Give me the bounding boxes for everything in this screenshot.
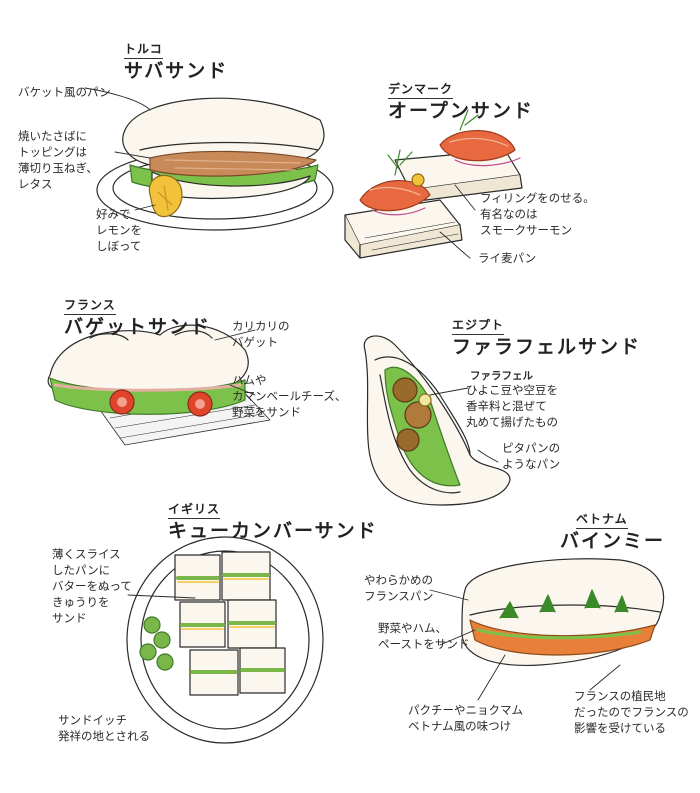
- annotation: 野菜やハム、 ペーストをサンド: [378, 621, 470, 651]
- section-title: バゲットサンド: [64, 316, 212, 338]
- annotation: ファラフェル: [470, 370, 533, 382]
- annotation: バケット風のパン: [18, 85, 111, 99]
- section-title: サバサンド: [124, 60, 229, 82]
- falafel-sandwich-illustration: [363, 335, 511, 506]
- annotation: サンドイッチ 発祥の地とされる: [58, 713, 150, 743]
- annotation: ハムや カマンベールチーズ、 野菜をサンド: [232, 373, 347, 419]
- annotation: ひよこ豆や空豆を 香辛料と混ぜて 丸めて揚げたもの: [466, 383, 558, 429]
- annotation: やわらかめの フランスパン: [364, 573, 434, 603]
- country-label: イギリス: [168, 500, 221, 519]
- country-label: トルコ: [124, 40, 163, 59]
- baguette-sandwich-illustration: [47, 324, 271, 446]
- country-label: ベトナム: [576, 510, 628, 529]
- section-title: オープンサンド: [388, 100, 534, 122]
- annotation: カリカリの バゲット: [232, 319, 290, 349]
- annotation: 好みで レモンを しぼって: [96, 207, 142, 253]
- section-title: ファラフェルサンド: [452, 336, 642, 358]
- annotation: フィリングをのせる。 有名なのは スモークサーモン: [480, 191, 595, 237]
- banh-mi-illustration: [429, 558, 665, 701]
- cucumber-sandwich-illustration: [126, 536, 324, 744]
- country-label: エジプト: [452, 316, 505, 335]
- annotation: フランスの植民地 だったのでフランスの 影響を受けている: [574, 689, 689, 735]
- annotation: 薄くスライス したパンに バターをぬって きゅうりを サンド: [52, 547, 132, 625]
- saba-sandwich-illustration: [84, 87, 334, 231]
- section-title: キューカンバーサンド: [168, 520, 378, 542]
- annotation: 焼いたさばに トッピングは 薄切り玉ねぎ、 レタス: [18, 129, 98, 191]
- annotation: ライ麦パン: [478, 251, 537, 265]
- country-label: フランス: [64, 296, 116, 315]
- annotation: パクチーやニョクマム ベトナム風の味つけ: [408, 703, 523, 733]
- country-label: デンマーク: [388, 80, 454, 99]
- open-sandwich-illustration: [344, 109, 523, 259]
- annotation: ピタパンの ようなパン: [502, 441, 561, 471]
- section-title: バインミー: [560, 530, 666, 552]
